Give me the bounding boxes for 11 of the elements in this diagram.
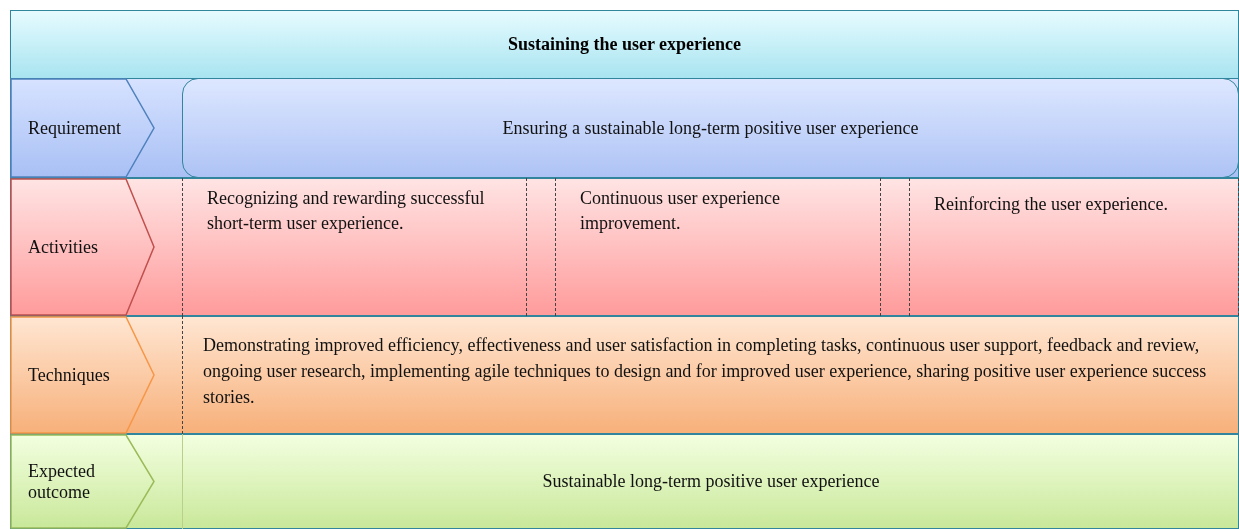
technique-text-block: Demonstrating improved efficiency, effectiveness and user satisfaction in completing tasks, continuous user support, feedback and review, ongoing user research, implementing agile techniques to design and for improved user experience, sharing positive user experience success stories.: [182, 316, 1239, 434]
row-label-tab: Requirement: [10, 78, 156, 178]
row-label-tab: Expected outcome: [10, 434, 156, 529]
rounded-content-box: Ensuring a sustainable long-term positive user experience: [182, 78, 1239, 178]
row-label-tab: Activities: [10, 178, 156, 316]
activity-cell: Recognizing and rewarding successful short-term user experience.: [182, 178, 527, 316]
activity-cell: Reinforcing the user experience.: [909, 178, 1239, 316]
outcome-text-block: Sustainable long-term positive user experience: [182, 434, 1239, 529]
activity-cell: Continuous user experience improvement.: [555, 178, 881, 316]
row-label-tab: Techniques: [10, 316, 156, 434]
title-banner: Sustaining the user experience: [10, 10, 1239, 79]
